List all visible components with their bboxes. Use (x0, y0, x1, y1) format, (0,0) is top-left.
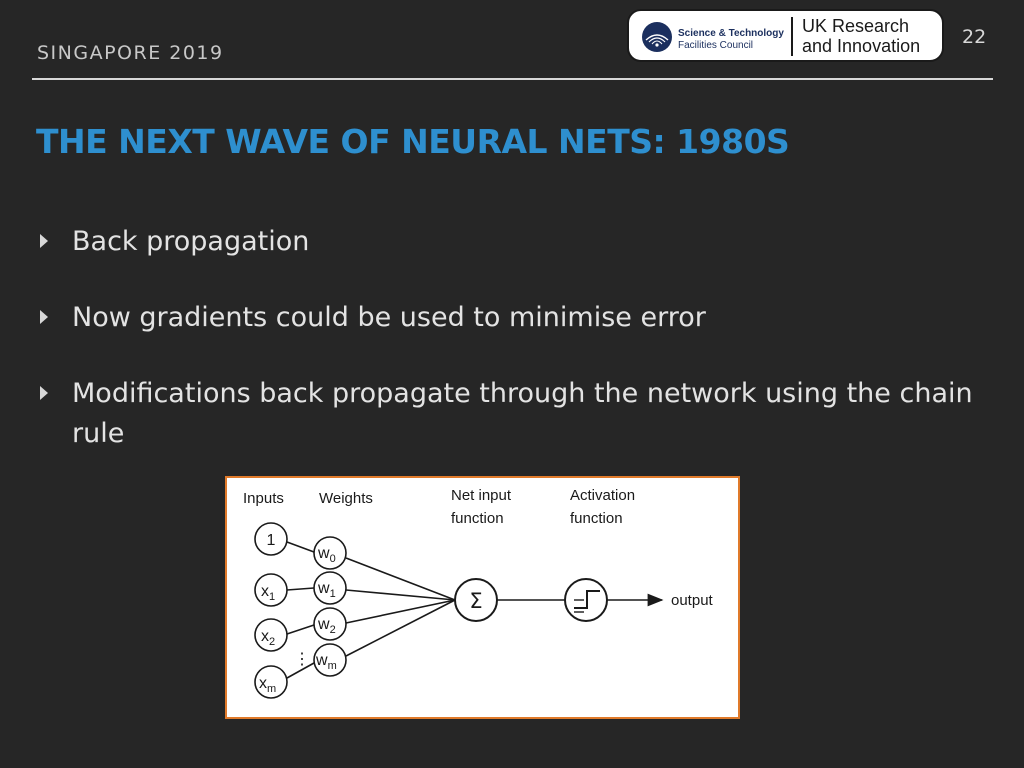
input-node-1: 1 (254, 522, 288, 556)
sponsor-logo: Science & Technology Facilities Council … (627, 9, 944, 62)
edge-w1-sum (345, 589, 456, 601)
label-weights: Weights (319, 490, 373, 507)
edge-xm-wm (286, 662, 315, 679)
bullet-text: Now gradients could be used to minimise … (72, 302, 706, 333)
label-net-input-1: Net input (451, 487, 512, 504)
input-node-xm: xm (254, 665, 288, 699)
svg-text:w0: w0 (317, 545, 336, 565)
bullet-triangle-icon (40, 310, 48, 324)
input-node-x2: x2 (254, 618, 288, 652)
edge-x2-w2 (286, 624, 315, 635)
perceptron-diagram: Inputs Weights Net input function Activa… (225, 476, 740, 719)
page-number: 22 (962, 26, 987, 48)
svg-text:w2: w2 (317, 616, 336, 636)
bullet-item: Modifications back propagate through the… (40, 374, 1000, 454)
weight-node-w1: w1 (313, 571, 347, 605)
step-function-icon (574, 590, 600, 609)
label-inputs: Inputs (243, 490, 284, 507)
slide-title: THE NEXT WAVE OF NEURAL NETS: 1980S (36, 122, 790, 161)
bullet-item: Back propagation (40, 222, 1000, 262)
input-node-x1: x1 (254, 573, 288, 607)
label-activation-2: function (570, 510, 623, 527)
svg-text:x1: x1 (261, 583, 275, 603)
bullet-item: Now gradients could be used to minimise … (40, 298, 1000, 338)
weight-node-w0: w0 (313, 536, 347, 570)
activation-node (564, 578, 608, 622)
perceptron-diagram-svg: Inputs Weights Net input function Activa… (243, 487, 714, 699)
label-output: output (671, 592, 714, 609)
stfc-emblem-icon (642, 22, 672, 52)
ellipsis-icon: ⋮ (294, 651, 310, 668)
svg-text:xm: xm (259, 675, 276, 695)
svg-text:x2: x2 (261, 628, 275, 648)
bullet-list: Back propagation Now gradients could be … (40, 222, 1000, 490)
svg-text:wm: wm (315, 652, 337, 672)
edge-w0-sum (345, 557, 456, 601)
edge-x1-w1 (286, 587, 315, 591)
weight-node-wm: wm (313, 643, 347, 677)
edge-wm-sum (345, 599, 456, 657)
logo-divider (791, 17, 793, 56)
weight-node-w2: w2 (313, 607, 347, 641)
label-activation-1: Activation (570, 487, 635, 504)
sigma-icon: Σ (469, 589, 482, 613)
label-net-input-2: function (451, 510, 504, 527)
header-divider (32, 78, 993, 80)
bullet-triangle-icon (40, 234, 48, 248)
ukri-name-line1: UK Research (802, 16, 910, 36)
svg-text:w1: w1 (317, 580, 336, 600)
stfc-name-line1: Science & Technology (678, 28, 784, 39)
edge-w2-sum (345, 599, 456, 624)
edge-input1-w0 (286, 541, 315, 553)
stfc-name-line2: Facilities Council (678, 40, 754, 51)
sum-node: Σ (454, 578, 498, 622)
bullet-text: Modifications back propagate through the… (72, 378, 973, 449)
bullet-triangle-icon (40, 386, 48, 400)
header-label: SINGAPORE 2019 (37, 42, 224, 64)
svg-text:1: 1 (267, 532, 276, 549)
bullet-text: Back propagation (72, 226, 310, 257)
ukri-name-line2: and Innovation (802, 36, 921, 56)
